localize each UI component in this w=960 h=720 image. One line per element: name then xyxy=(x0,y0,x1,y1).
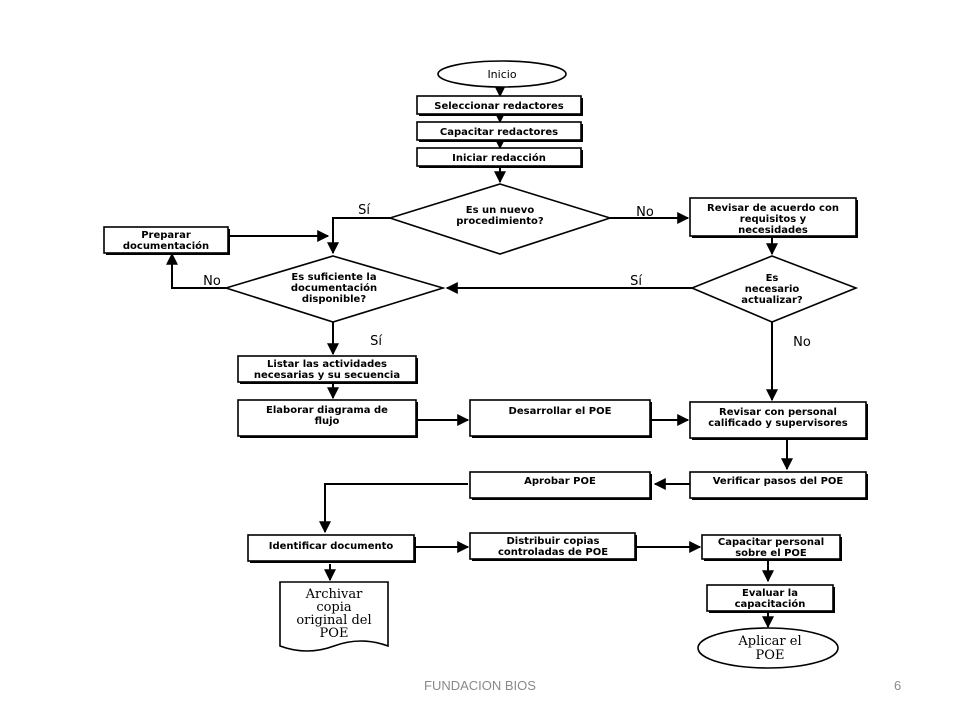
step-revisar-acuerdo: Revisar de acuerdo con requisitos y nece… xyxy=(689,197,858,238)
step-label-line-2: requisitos y xyxy=(740,214,807,225)
decision-label-line-2: necesario xyxy=(745,284,800,295)
end-label-line-2: POE xyxy=(756,648,785,663)
decision-documentacion-suficiente: Es suficiente la documentación disponibl… xyxy=(223,255,446,323)
step-aprobar-poe: Aprobar POE xyxy=(469,471,652,500)
branch-label-no: No xyxy=(203,274,221,289)
branch-label-si: Sí xyxy=(358,203,370,218)
decision-label-line-3: disponible? xyxy=(302,294,366,305)
step-capacitar-redactores: Capacitar redactores xyxy=(416,121,583,142)
step-label: Iniciar redacción xyxy=(452,152,546,164)
decision-label-line-2: documentación xyxy=(291,282,377,294)
decision-label-line-3: actualizar? xyxy=(741,295,803,306)
branch-label-si: Sí xyxy=(370,334,382,349)
step-label-line-3: necesidades xyxy=(738,225,808,236)
branch-label-no: No xyxy=(793,335,811,350)
step-label: Desarrollar el POE xyxy=(509,406,612,417)
step-label-line-1: Listar las actividades xyxy=(267,359,387,370)
step-verificar-pasos: Verificar pasos del POE xyxy=(689,471,868,500)
decision-nuevo-procedimiento: Es un nuevo procedimiento? xyxy=(387,183,613,255)
start-terminal: Inicio xyxy=(437,60,567,88)
step-label-line-2: calificado y supervisores xyxy=(708,418,848,429)
step-evaluar-capacitacion: Evaluar la capacitación xyxy=(706,584,835,613)
step-label-line-2: necesarias y su secuencia xyxy=(254,370,400,381)
step-listar-actividades: Listar las actividades necesarias y su s… xyxy=(237,355,418,384)
document-label-line-1: Archivar xyxy=(305,587,364,602)
branch-label-si: Sí xyxy=(630,274,642,289)
step-iniciar-redaccion: Iniciar redacción xyxy=(416,147,583,168)
step-label-line-2: controladas de POE xyxy=(498,547,608,558)
decision-label-line-1: Es xyxy=(766,273,779,284)
step-label-line-1: Distribuir copias xyxy=(506,536,599,547)
step-label-line-1: Capacitar personal xyxy=(718,537,824,548)
step-distribuir-copias: Distribuir copias controladas de POE xyxy=(469,532,637,561)
document-label-line-3: original del xyxy=(296,613,371,628)
step-elaborar-diagrama: Elaborar diagrama de flujo xyxy=(237,399,418,438)
step-label-line-2: capacitación xyxy=(735,598,806,610)
step-label: Identificar documento xyxy=(269,541,394,552)
document-archivar-copia: Archivar copia original del POE xyxy=(279,581,389,652)
step-label: Seleccionar redactores xyxy=(434,101,564,112)
decision-label-line-1: Es un nuevo xyxy=(466,205,535,216)
connectors xyxy=(166,85,793,629)
branch-label-no: No xyxy=(636,205,654,220)
step-label: Aprobar POE xyxy=(524,476,596,487)
decision-label-line-2: procedimiento? xyxy=(456,216,544,227)
step-capacitar-personal: Capacitar personal sobre el POE xyxy=(701,534,842,561)
step-label-line-2: flujo xyxy=(315,416,340,427)
step-seleccionar-redactores: Seleccionar redactores xyxy=(416,95,583,116)
step-label-line-2: documentación xyxy=(123,240,209,252)
footer-organization: FUNDACION BIOS xyxy=(424,678,536,693)
step-label-line-2: sobre el POE xyxy=(735,548,807,559)
step-label-line-1: Preparar xyxy=(141,230,191,241)
start-label: Inicio xyxy=(487,68,516,81)
decision-label-line-1: Es suficiente la xyxy=(291,272,376,283)
step-desarrollar-poe: Desarrollar el POE xyxy=(469,399,652,438)
step-identificar-documento: Identificar documento xyxy=(247,534,416,563)
step-label-line-1: Evaluar la xyxy=(742,588,798,599)
step-preparar-documentacion: Preparar documentación xyxy=(103,226,230,255)
step-label-line-1: Revisar de acuerdo con xyxy=(707,203,839,214)
step-label: Capacitar redactores xyxy=(440,127,558,138)
document-label-line-2: copia xyxy=(316,600,352,615)
step-revisar-personal: Revisar con personal calificado y superv… xyxy=(689,401,868,440)
end-label-line-1: Aplicar el xyxy=(737,634,801,649)
end-terminal: Aplicar el POE xyxy=(697,627,839,669)
footer-page-number: 6 xyxy=(894,678,902,693)
step-label: Verificar pasos del POE xyxy=(713,476,844,487)
document-label-line-4: POE xyxy=(320,626,349,641)
step-label-line-1: Revisar con personal xyxy=(719,407,837,418)
step-label-line-1: Elaborar diagrama de xyxy=(266,405,388,416)
decision-necesario-actualizar: Es necesario actualizar? xyxy=(689,255,859,323)
